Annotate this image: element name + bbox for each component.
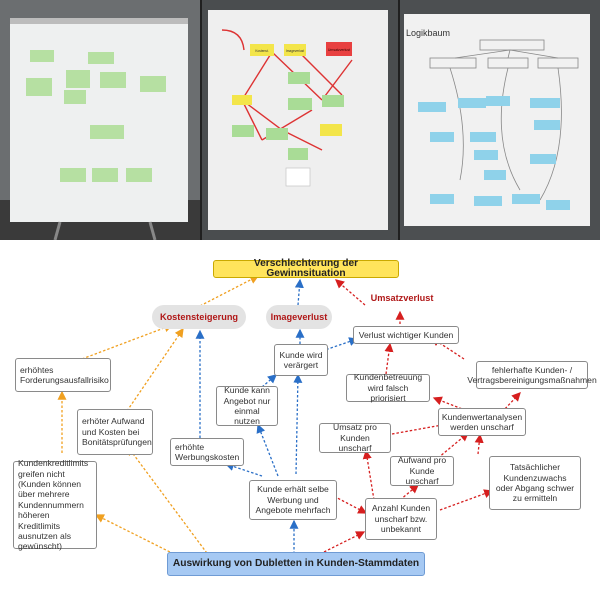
node-umsatz-pro-kunden: Umsatz pro Kunden unscharf [319, 422, 391, 453]
node-forderungsausfallrisiko: erhöhtes Forderungsausfallrisiko [15, 358, 111, 392]
node-angebot-einmal: Kunde kann Angebot nur einmal nutzen [216, 385, 278, 426]
node-aufwand-pro-kunde: Aufwand pro Kunde unscharf [390, 455, 454, 486]
photo2-label-imageverlust: Imageverlust [286, 49, 304, 53]
photo-flipchart-3: Logikbaum [400, 0, 600, 240]
photo-flipchart-2: Umsatzverlust Imageverlust Kostenst. [202, 0, 398, 240]
node-werbungskosten: erhöhte Werbungskosten [170, 438, 244, 466]
node-verlust-kunden: Verlust wichtiger Kunden [353, 326, 459, 344]
photo-flipchart-1 [0, 0, 200, 240]
category-kostensteigerung: Kostensteigerung [152, 305, 246, 329]
node-kunde-veraergert: Kunde wird verärgert [274, 344, 328, 376]
node-fehlerhafte-massnahmen: fehlerhafte Kunden- / Vertragsbereinigun… [467, 361, 597, 389]
flipchart-3-drawing: Logikbaum [400, 0, 600, 240]
category-imageverlust: Imageverlust [266, 305, 332, 329]
cause-effect-diagram: Verschlechterung der Gewinnsituation Kos… [0, 248, 600, 600]
root-node: Verschlechterung der Gewinnsituation [213, 258, 399, 279]
node-werbung-mehrfach: Kunde erhält selbe Werbung und Angebote … [249, 480, 337, 520]
node-kreditlimits: Kundenkreditlimits greifen nicht (Kunden… [13, 458, 97, 551]
node-aufwand-bonitaet: erhöter Aufwand und Kosten bei Bonitätsp… [77, 409, 153, 455]
node-anzahl-kunden: Anzahl Kunden unscharf bzw. unbekannt [365, 498, 437, 540]
flipchart-1-drawing [0, 0, 200, 240]
photo2-label-kosten: Kostenst. [255, 49, 268, 53]
node-kundenbetreuung: Kundenbetreuung wird falsch priorisiert [346, 372, 430, 403]
photo2-label-umsatzverlust: Umsatzverlust [328, 48, 350, 52]
node-kundenwertanalysen: Kundenwertanalysen werden unscharf [438, 408, 526, 436]
flipchart-2-drawing: Umsatzverlust Imageverlust Kostenst. [202, 0, 398, 240]
category-umsatzverlust: Umsatzverlust [370, 293, 434, 303]
photo-strip: Umsatzverlust Imageverlust Kostenst. Log… [0, 0, 600, 240]
photo3-title: Logikbaum [406, 28, 450, 38]
node-kundenzuwachs: Tatsächlicher Kundenzuwachs oder Abgang … [489, 456, 581, 510]
bottom-node: Auswirkung von Dubletten in Kunden-Stamm… [167, 552, 425, 576]
